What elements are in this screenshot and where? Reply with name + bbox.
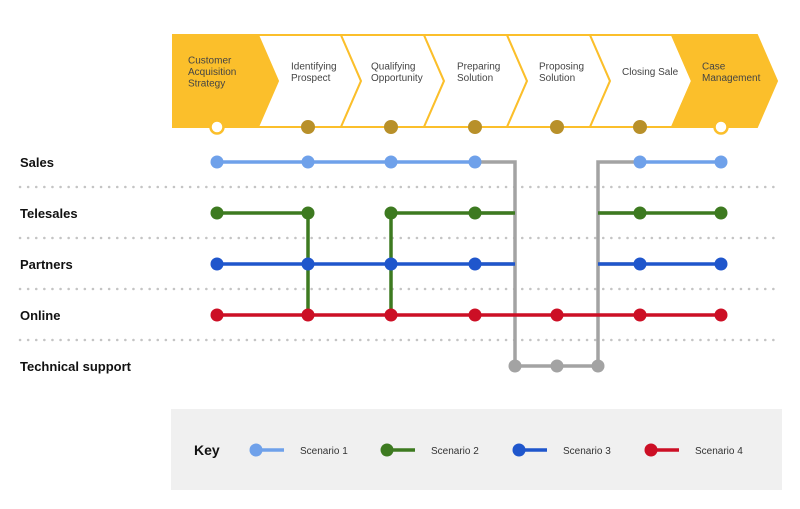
technical-support-node bbox=[591, 359, 605, 373]
scenario-3-node bbox=[301, 257, 315, 271]
stage-label: Preparing bbox=[457, 61, 500, 72]
lane-dividers bbox=[18, 185, 782, 342]
stage-label: Solution bbox=[539, 73, 575, 84]
scenario-2-node bbox=[468, 206, 482, 220]
key-swatch-dot bbox=[512, 443, 526, 457]
scenario-3-node bbox=[633, 257, 647, 271]
scenario-1-node bbox=[468, 155, 482, 169]
lane-label: Online bbox=[20, 308, 60, 323]
key-swatch-dot bbox=[249, 443, 263, 457]
stage-label: Customer bbox=[188, 56, 232, 67]
stage-label: Qualifying bbox=[371, 61, 415, 72]
stage-marker-dot bbox=[713, 119, 729, 135]
stage-label: Proposing bbox=[539, 61, 584, 72]
key-label: Scenario 2 bbox=[431, 446, 479, 457]
scenario-3-node bbox=[468, 257, 482, 271]
scenario-4-node bbox=[210, 308, 224, 322]
scenario-2-node bbox=[384, 206, 398, 220]
stage-marker-dot bbox=[209, 119, 225, 135]
stage-chevrons: CustomerAcquisitionStrategyIdentifyingPr… bbox=[172, 34, 779, 128]
scenario-1-node bbox=[714, 155, 728, 169]
stage-marker-dot bbox=[633, 120, 647, 134]
stage-marker-dot bbox=[384, 120, 398, 134]
scenario-1-node bbox=[301, 155, 315, 169]
scenario-3-node bbox=[384, 257, 398, 271]
technical-support-node bbox=[508, 359, 522, 373]
scenario-nodes bbox=[210, 155, 728, 373]
lane-label: Telesales bbox=[20, 206, 78, 221]
stage-label: Strategy bbox=[188, 79, 225, 90]
stage-label: Acquisition bbox=[188, 67, 236, 78]
key-swatch-dot bbox=[644, 443, 658, 457]
stage-marker-dot bbox=[468, 120, 482, 134]
key-swatch-dot bbox=[380, 443, 394, 457]
stage-marker-dot bbox=[301, 120, 315, 134]
key-label: Scenario 4 bbox=[695, 446, 743, 457]
stage-label: Solution bbox=[457, 73, 493, 84]
key-label: Scenario 1 bbox=[300, 446, 348, 457]
scenario-1-node bbox=[633, 155, 647, 169]
stage-marker-dot bbox=[550, 120, 564, 134]
stage-label: Case bbox=[702, 61, 726, 72]
key-panel: Key Scenario 1 Scenario 2 Scenario 3 Scenari… bbox=[171, 409, 782, 490]
key-title: Key bbox=[194, 442, 220, 458]
scenario-2-node bbox=[633, 206, 647, 220]
lane-label: Sales bbox=[20, 155, 54, 170]
scenario-2-node bbox=[714, 206, 728, 220]
scenario-4-node bbox=[550, 308, 564, 322]
scenario-3-node bbox=[210, 257, 224, 271]
scenario-4-node bbox=[468, 308, 482, 322]
scenario-4-node bbox=[633, 308, 647, 322]
key-label: Scenario 3 bbox=[563, 446, 611, 457]
scenario-3-node bbox=[714, 257, 728, 271]
stage-label: Management bbox=[702, 73, 761, 84]
stage-label: Opportunity bbox=[371, 73, 423, 84]
stage-label: Identifying bbox=[291, 61, 337, 72]
stage-label: Closing Sale bbox=[622, 67, 679, 78]
scenario-2-node bbox=[301, 206, 315, 220]
lane-label: Technical support bbox=[20, 359, 132, 374]
lane-label: Partners bbox=[20, 257, 73, 272]
scenario-4-node bbox=[714, 308, 728, 322]
technical-support-node bbox=[550, 359, 564, 373]
scenario-4-node bbox=[301, 308, 315, 322]
scenario-2-node bbox=[210, 206, 224, 220]
stage-label: Prospect bbox=[291, 73, 331, 84]
scenario-1-node bbox=[210, 155, 224, 169]
scenario-4-node bbox=[384, 308, 398, 322]
stage-chevron bbox=[670, 34, 779, 128]
stage-markers bbox=[209, 119, 729, 135]
scenario-1-node bbox=[384, 155, 398, 169]
